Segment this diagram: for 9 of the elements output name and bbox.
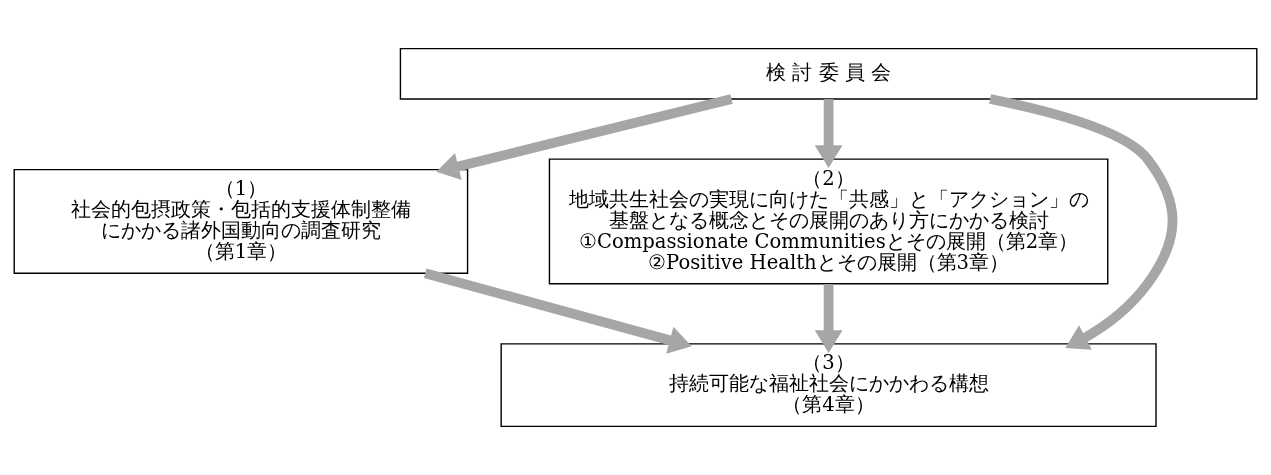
arrow — [814, 284, 843, 353]
arrow — [436, 94, 733, 180]
node-box: （3） 持続可能な福祉社会にかかわる構想 （第4章） — [500, 343, 1157, 428]
arrow — [989, 94, 1178, 350]
node-box: （2） 地域共生社会の実現に向けた「共感」と「アクション」の基盤となる概念とその展開のあり方にかかる検討 ①Compassionate Communitiesとその展開（第2章） ②Positive Healthとその展開（第3章） — [548, 158, 1109, 285]
arrow — [423, 268, 692, 354]
node-box: （1） 社会的包摂政策・包括的支援体制整備にかかる諸外国動向の調査研究 （第1章） — [13, 168, 469, 274]
node-box: 検 討 委 員 会 — [399, 47, 1258, 100]
arrow — [814, 99, 843, 168]
